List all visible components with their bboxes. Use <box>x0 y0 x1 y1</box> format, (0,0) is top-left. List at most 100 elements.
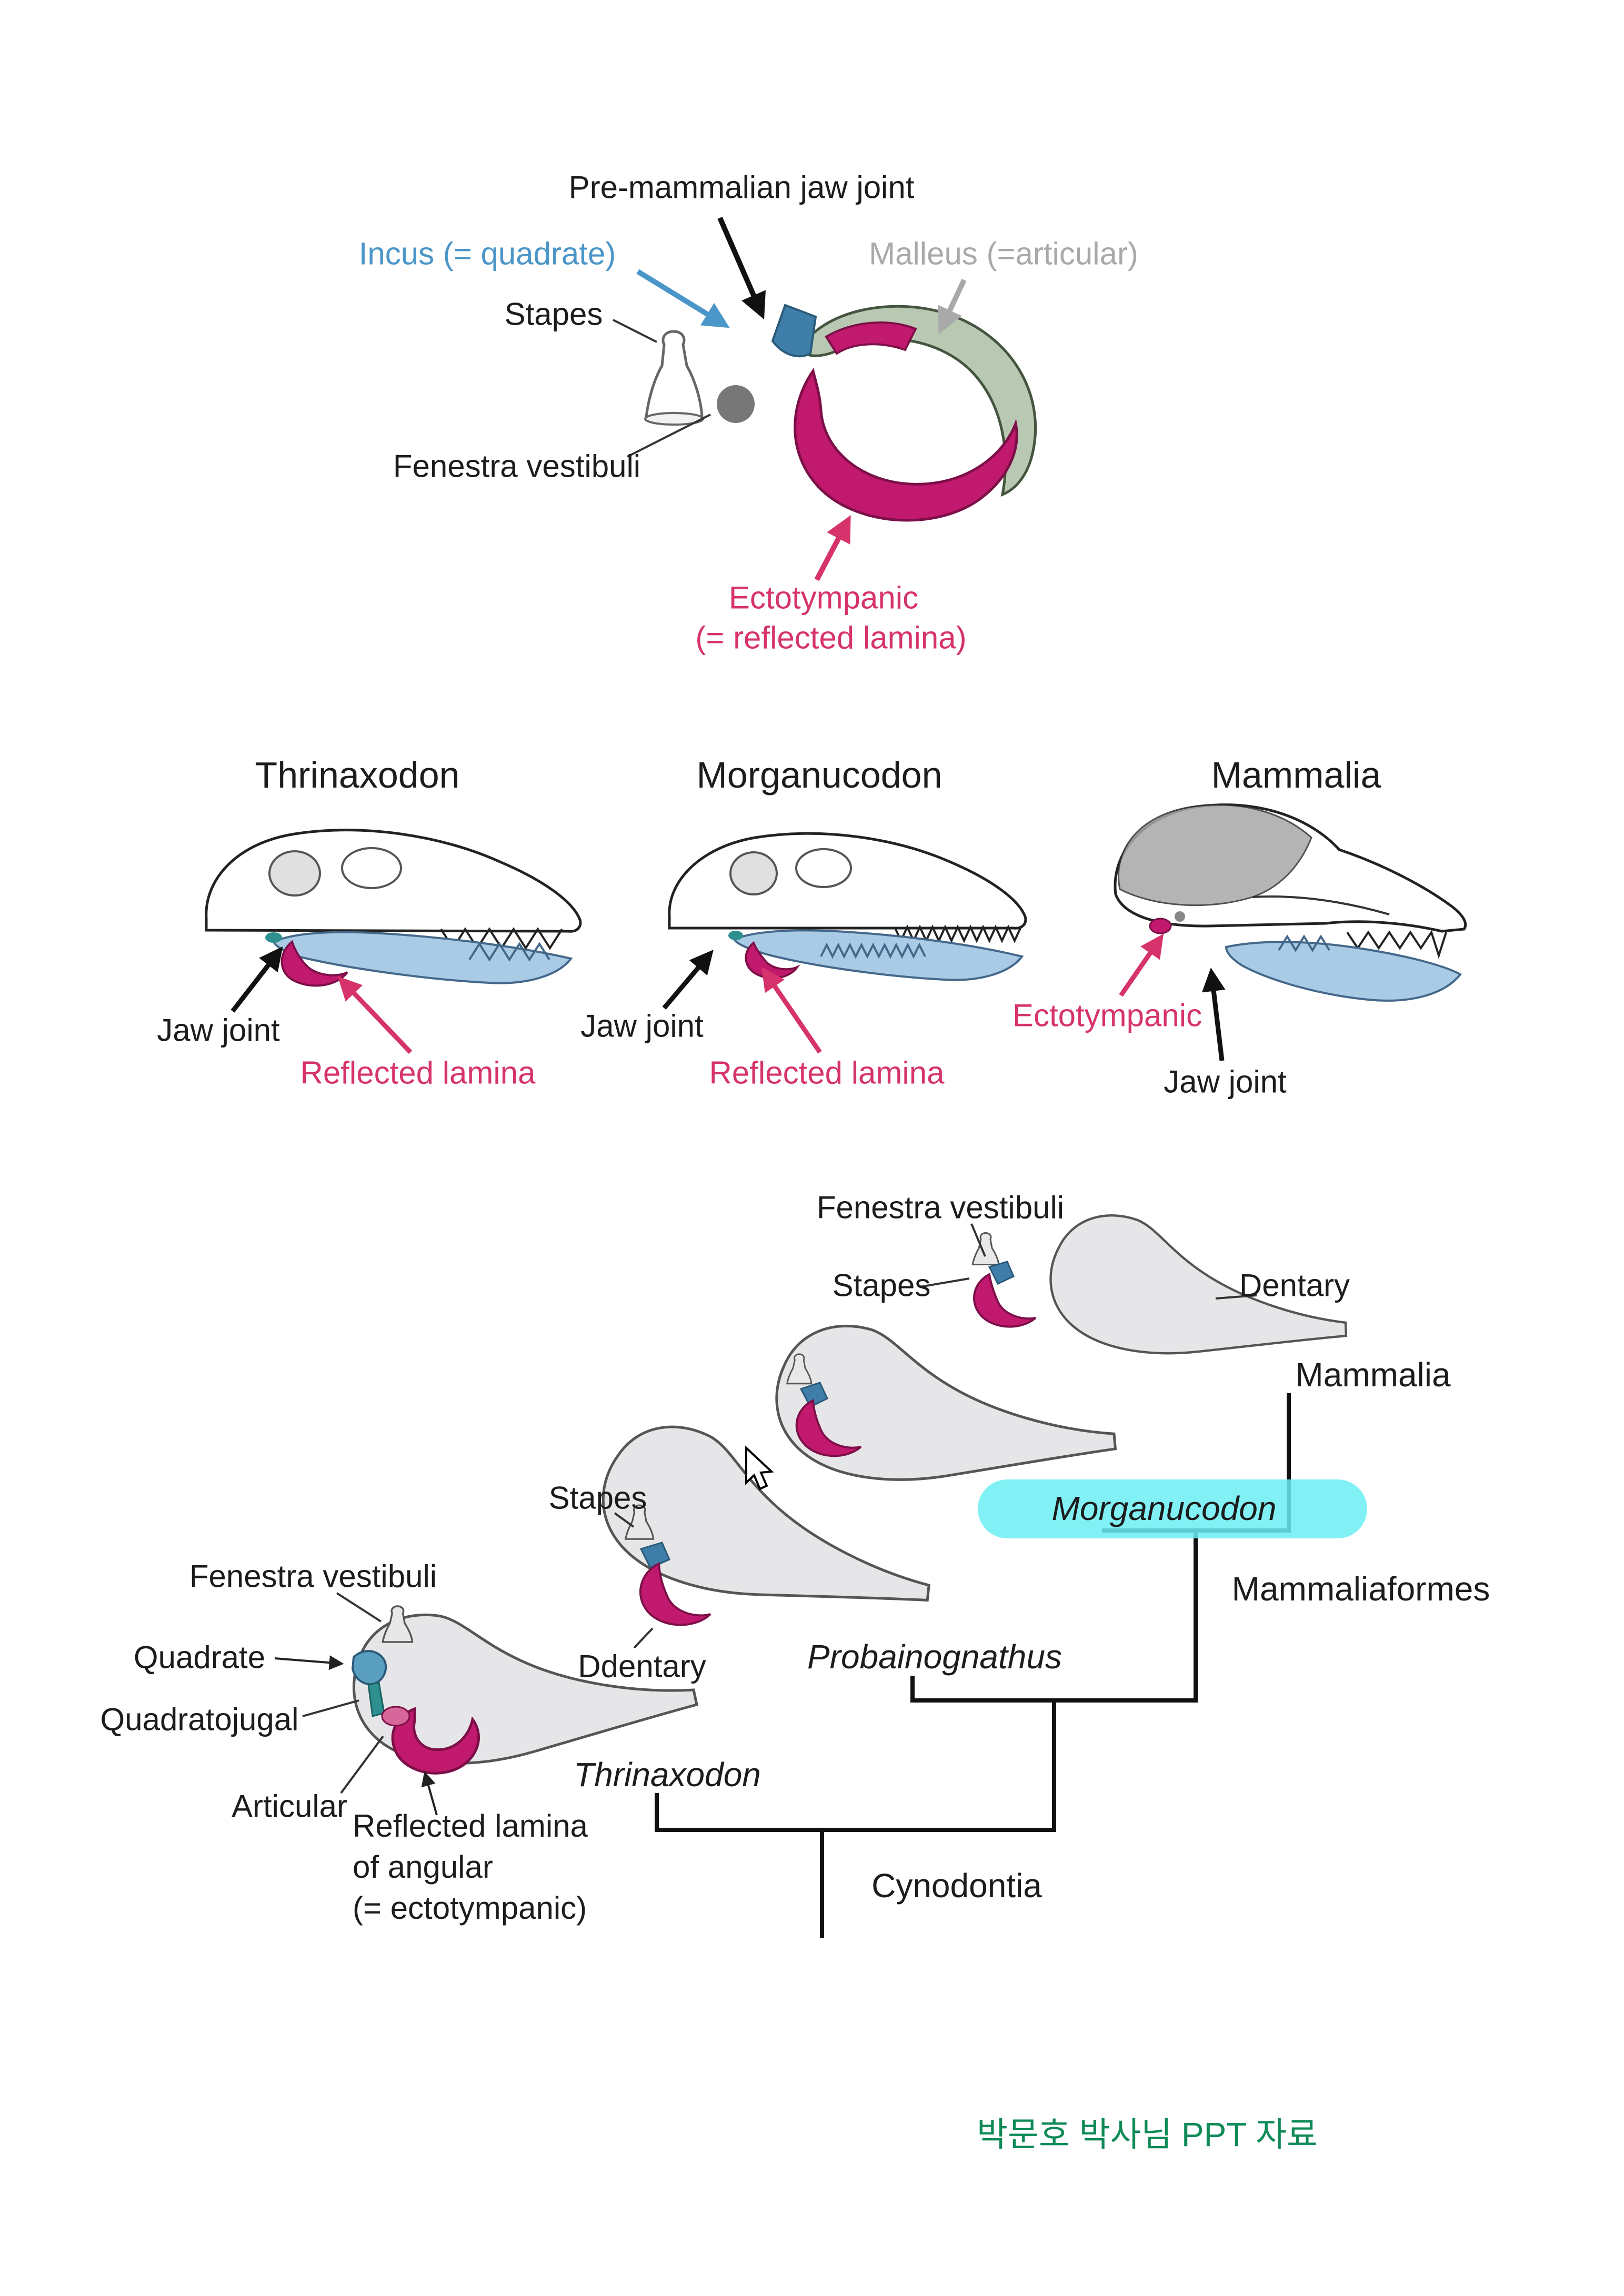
cranium-outline <box>668 832 1027 930</box>
morganucodon-jaw-joint-label: Jaw joint <box>580 1008 704 1044</box>
quadrate-mini <box>799 1382 828 1408</box>
reflected-lamina-shape <box>280 940 348 987</box>
top-ear-diagram <box>613 217 1037 581</box>
jaw-joint-arrow <box>662 950 714 1010</box>
skull-mammalia <box>1114 803 1467 1061</box>
clad-quadratojugal-label: Quadratojugal <box>100 1701 299 1737</box>
lower-jaw <box>1225 941 1462 1002</box>
dentary-callout-line <box>1215 1294 1257 1300</box>
cursor-icon <box>745 1445 774 1491</box>
quadrate-shape <box>351 1650 387 1686</box>
upper-teeth <box>894 924 1022 943</box>
jaw-joint-arrow <box>230 946 283 1013</box>
reflected-lamina-arrow <box>337 976 413 1054</box>
ectotympanic-mini <box>639 1562 711 1626</box>
thrinaxodon-reflected-lamina-label: Reflected lamina <box>300 1055 536 1091</box>
articular-shape <box>381 1706 410 1727</box>
clad-mammaliaformes-label: Mammaliaformes <box>1231 1570 1490 1608</box>
clad-reflected-lamina-line1: Reflected lamina <box>353 1808 588 1844</box>
ectotympanic-sub-label: (= reflected lamina) <box>695 620 967 656</box>
clad-reflected-lamina-block: Reflected lamina of angular (= ectotympa… <box>353 1806 588 1929</box>
pre-mammalian-jaw-joint-label: Pre-mammalian jaw joint <box>568 169 915 205</box>
fenestra-callout-line <box>970 1223 986 1257</box>
ectotympanic-upper-wedge <box>825 321 917 355</box>
ectotympanic-arrow <box>814 515 851 581</box>
clad-ddentary-label: Ddentary <box>578 1648 706 1684</box>
clad-thrinaxodon-label: Thrinaxodon <box>574 1756 761 1794</box>
lower-teeth <box>468 942 550 962</box>
lower-teeth <box>1278 934 1330 952</box>
ectotympanic-arrow <box>1119 933 1164 997</box>
clad-stapes-top-label: Stapes <box>832 1267 931 1303</box>
orbit <box>268 850 321 897</box>
clad-reflected-lamina-line3: (= ectotympanic) <box>353 1890 587 1926</box>
incus-arrow <box>636 269 730 328</box>
stapes-callout-line <box>919 1277 970 1288</box>
clad-fenestra-vestibuli-bottom-label: Fenestra vestibuli <box>189 1558 437 1594</box>
reflected-lamina-arrow <box>421 1771 438 1816</box>
ectotympanic-mini <box>973 1272 1037 1328</box>
fenestra-vestibuli-shape <box>717 385 755 423</box>
quadrate-mini <box>639 1542 670 1569</box>
fenestra-callout-line <box>627 414 711 458</box>
zygomatic-arch <box>1252 895 1390 915</box>
skull-morganucodon <box>662 832 1027 1054</box>
braincase-shading <box>1117 804 1312 907</box>
jaw-probainognathus <box>583 1409 955 1656</box>
temporal-opening <box>341 847 402 889</box>
clad-reflected-lamina-line2: of angular <box>353 1849 493 1885</box>
stapes-label: Stapes <box>504 296 603 332</box>
incus-shape <box>771 304 817 358</box>
orbit <box>729 851 778 895</box>
clad-cynodontia-label: Cynodontia <box>871 1867 1042 1905</box>
thrinaxodon-title: Thrinaxodon <box>255 754 460 795</box>
ectotympanic-mini <box>795 1398 862 1457</box>
ectotympanic-label: Ectotympanic <box>728 580 919 616</box>
lower-jaw <box>272 931 573 984</box>
upper-teeth <box>1346 930 1447 959</box>
jaw-joint-arrow <box>1201 968 1226 1061</box>
jaw-mammalia <box>919 1206 1360 1387</box>
clad-morganucodon-label: Morganucodon <box>1051 1489 1277 1528</box>
ectotympanic-shape <box>794 368 1018 522</box>
mammalia-ectotympanic-label: Ectotympanic <box>1012 998 1202 1033</box>
jaw-morganucodon <box>768 1318 1126 1507</box>
quadrate-arrow <box>274 1655 344 1670</box>
jaw-joint-mark <box>728 931 743 940</box>
jaw-thrinaxodon <box>274 1592 697 1816</box>
clad-dentary-label: Dentary <box>1239 1267 1350 1303</box>
jaw-joint-mark <box>265 932 282 943</box>
clad-fenestra-vestibuli-top-label: Fenestra vestibuli <box>816 1190 1065 1225</box>
stapes-drawing <box>644 330 704 426</box>
quadratojugal-callout-line <box>302 1699 359 1717</box>
skull-thrinaxodon <box>205 829 582 1054</box>
temporal-opening <box>795 848 852 888</box>
ectotympanic-mark <box>1149 918 1172 934</box>
auditory-mark <box>1175 911 1185 922</box>
mammalia-title: Mammalia <box>1211 754 1381 795</box>
stapes-callout-line <box>613 319 657 343</box>
malleus-arrow <box>938 278 967 335</box>
thrinaxodon-jaw-joint-label: Jaw joint <box>157 1012 280 1048</box>
fenestra-callout-line <box>336 1592 382 1623</box>
stapes-callout-line <box>614 1512 635 1528</box>
mammalia-jaw-joint-label: Jaw joint <box>1164 1064 1287 1100</box>
clad-stapes-mid-label: Stapes <box>548 1480 647 1516</box>
clad-articular-label: Articular <box>231 1788 348 1824</box>
clad-probainognathus-label: Probainognathus <box>807 1638 1062 1676</box>
articular-callout-line <box>340 1735 384 1794</box>
source-caption: 박문호 박사님 PPT 자료 <box>977 2116 1318 2154</box>
incus-mini <box>988 1261 1015 1285</box>
reflected-lamina-arrow <box>761 966 822 1054</box>
morganucodon-title: Morganucodon <box>696 754 943 795</box>
morganucodon-highlight <box>978 1479 1367 1538</box>
malleus-label: Malleus (=articular) <box>869 236 1138 271</box>
pre-mammalian-jaw-joint-arrow <box>717 217 766 320</box>
morganucodon-reflected-lamina-label: Reflected lamina <box>709 1055 945 1091</box>
lower-teeth <box>820 942 926 959</box>
clad-mammalia-label: Mammalia <box>1295 1356 1451 1394</box>
clad-quadrate-label: Quadrate <box>133 1639 266 1675</box>
incus-label: Incus (= quadrate) <box>358 236 616 271</box>
